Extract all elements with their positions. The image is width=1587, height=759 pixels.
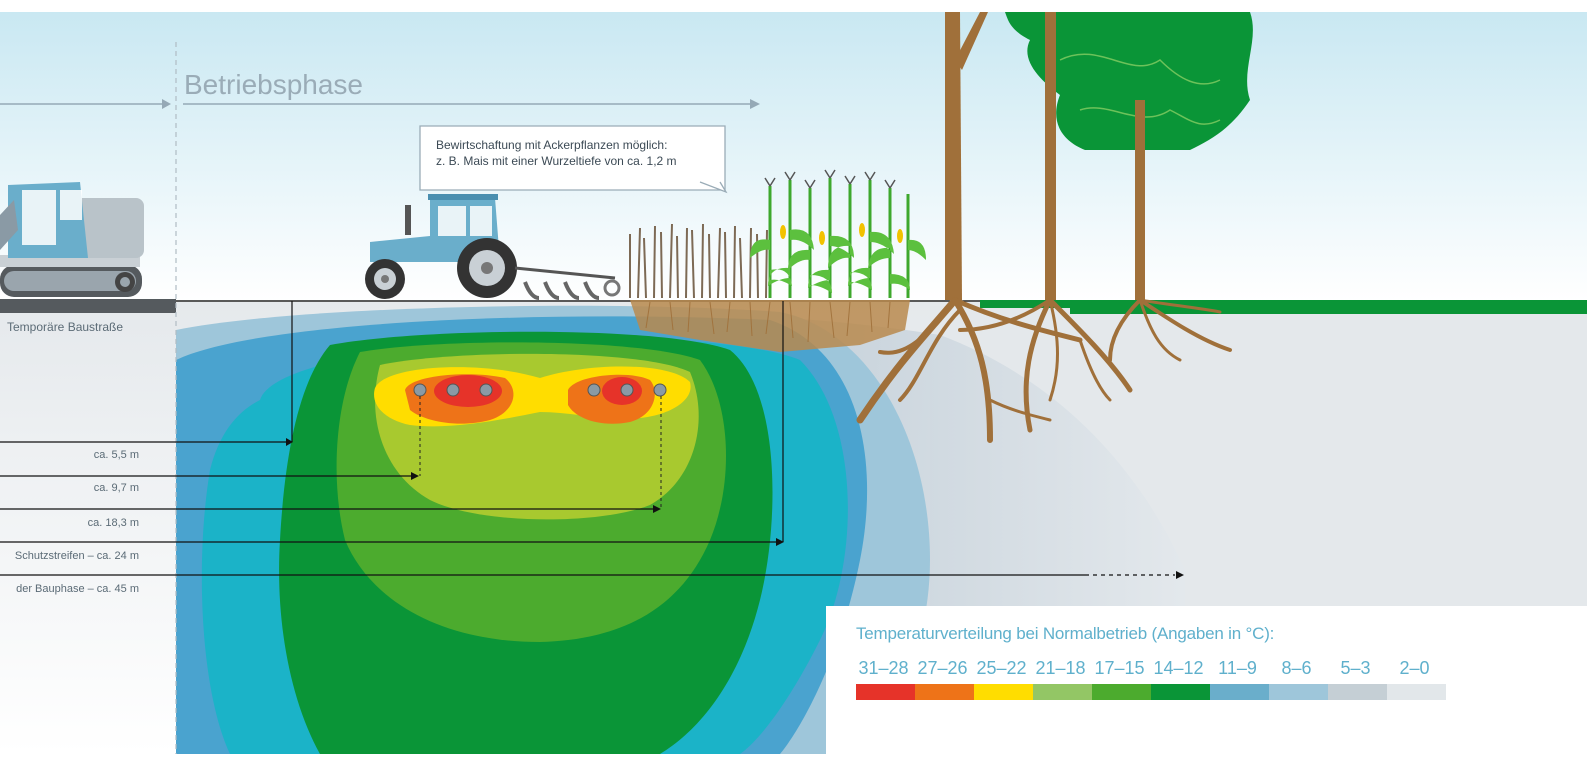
distance-arrows	[0, 301, 1175, 576]
distance-arrowheads	[286, 438, 1184, 579]
temporary-road-surface	[0, 299, 176, 313]
legend-label: 25–22	[976, 658, 1027, 678]
legend-swatch	[1387, 684, 1446, 700]
cable-5	[620, 383, 634, 397]
legend-swatches	[856, 684, 1446, 700]
sky	[0, 12, 1587, 302]
legend-label: 21–18	[1035, 658, 1086, 678]
phase-arrow-right-head	[750, 99, 760, 109]
grain-crop-icon	[629, 223, 768, 299]
legend-labels: 31–28 27–26 25–22 21–18 17–15 14–12 11–9 8–6 5–3…	[854, 658, 1444, 679]
road-label: Temporäre Baustraße	[7, 320, 123, 334]
legend-swatch	[1033, 684, 1092, 700]
legend-swatch	[915, 684, 974, 700]
callout-tail	[699, 181, 728, 194]
callout-line-1: Bewirtschaftung mit Ackerpflanzen möglic…	[436, 138, 667, 152]
legend-swatch	[1151, 684, 1210, 700]
legend-swatch	[1210, 684, 1269, 700]
legend-swatch	[856, 684, 915, 700]
distance-label-1: ca. 5,5 m	[94, 449, 139, 461]
distance-label-2: ca. 9,7 m	[94, 482, 139, 494]
temperature-legend: Temperaturverteilung bei Normalbetrieb (…	[826, 606, 1587, 754]
cable-1	[413, 383, 427, 397]
cable-2	[446, 383, 460, 397]
grass-strip-left	[980, 300, 1080, 308]
legend-label: 27–26	[917, 658, 968, 678]
root-zone	[630, 300, 910, 352]
distance-label-3: ca. 18,3 m	[88, 517, 139, 529]
legend-title: Temperaturverteilung bei Normalbetrieb (…	[856, 624, 1275, 643]
heat-zone-31-28-left	[434, 375, 502, 407]
phase-title: Betriebsphase	[184, 69, 363, 100]
cable-4	[587, 383, 601, 397]
legend-swatch	[974, 684, 1033, 700]
phase-arrow-left-head	[162, 99, 171, 109]
tractor-icon	[365, 194, 621, 300]
legend-label: 31–28	[858, 658, 909, 678]
legend-label: 17–15	[1094, 658, 1145, 678]
callout-line-2: z. B. Mais mit einer Wurzeltiefe von ca.…	[436, 154, 677, 168]
legend-label: 11–9	[1218, 658, 1257, 678]
distance-label-5: der Bauphase – ca. 45 m	[16, 583, 139, 595]
legend-label: 14–12	[1153, 658, 1204, 678]
cable-6	[653, 383, 667, 397]
excavator-icon	[0, 182, 144, 297]
legend-label: 8–6	[1281, 658, 1312, 678]
tree-icon	[856, 12, 1253, 443]
distance-label-4: Schutzstreifen – ca. 24 m	[15, 550, 139, 562]
crop-roots	[645, 301, 891, 343]
legend-label: 2–0	[1399, 658, 1430, 678]
legend-swatch	[1269, 684, 1328, 700]
maize-crop-icon	[750, 169, 926, 298]
cable-3	[479, 383, 493, 397]
legend-swatch	[1328, 684, 1387, 700]
grass-strip	[1070, 300, 1587, 314]
legend-label: 5–3	[1340, 658, 1371, 678]
legend-swatch	[1092, 684, 1151, 700]
